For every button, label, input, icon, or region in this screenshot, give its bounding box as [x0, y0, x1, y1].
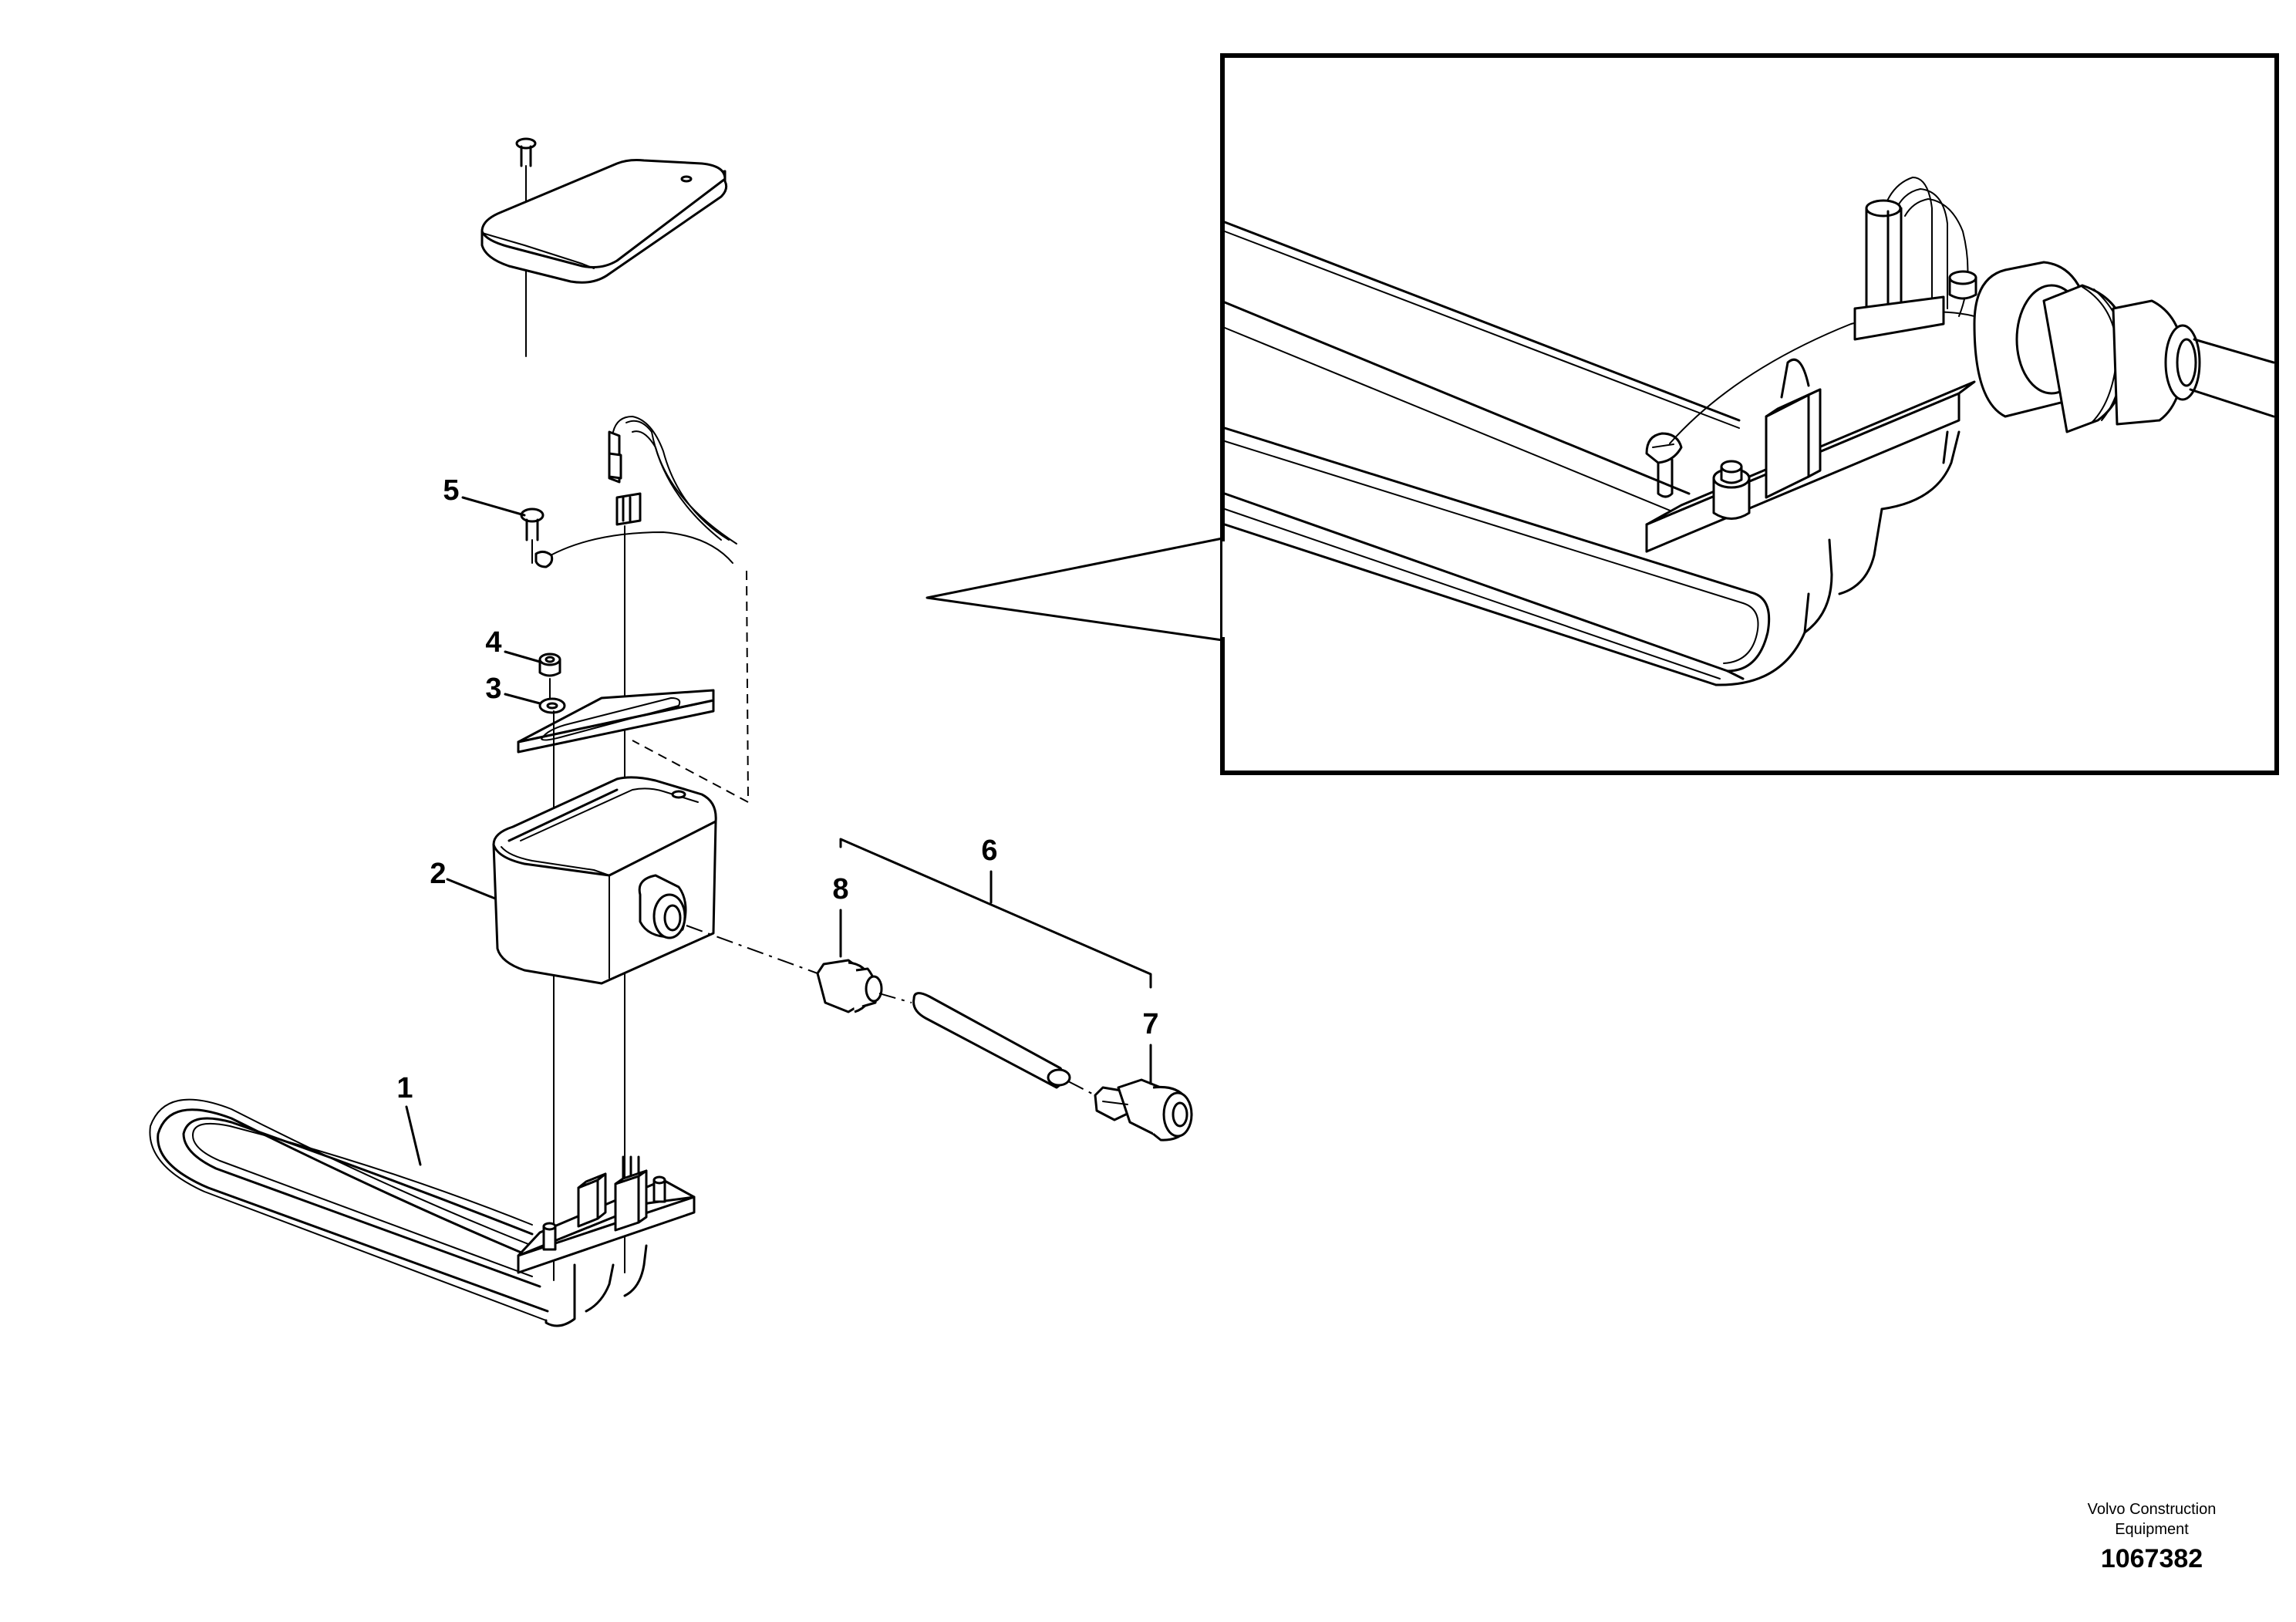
callout-7: 7 — [1142, 1008, 1158, 1040]
part-7-connector — [1094, 1078, 1193, 1141]
part-2-housing — [492, 776, 818, 985]
top-cover — [480, 159, 728, 284]
callout-8: 8 — [832, 873, 848, 905]
part-4-nut — [538, 653, 561, 677]
footer: Volvo Construction Equipment 1067382 — [2088, 1501, 2217, 1573]
inset-heater-rail — [1223, 221, 1961, 686]
callout-6: 6 — [981, 835, 997, 867]
part-8-fitting — [816, 959, 912, 1013]
callout-3: 3 — [485, 673, 501, 705]
inset-connector-post — [1853, 199, 1945, 341]
leader-lines — [405, 496, 1152, 1166]
inset-cable-gland — [1973, 261, 2275, 433]
inset-pointer — [925, 537, 1224, 642]
company-line-1: Volvo Construction — [2088, 1501, 2217, 1518]
inset-small-pin — [1948, 270, 1977, 300]
cable-segment — [912, 992, 1096, 1096]
callout-2: 2 — [430, 858, 446, 890]
callout-labels: 1 2 3 4 5 6 7 8 — [396, 474, 1158, 1104]
callout-4: 4 — [485, 626, 501, 659]
part-5-screw — [520, 508, 544, 564]
callout-5: 5 — [443, 474, 459, 507]
inset-nut — [1712, 460, 1751, 520]
document-number: 1067382 — [2101, 1544, 2203, 1573]
part-1-heater — [149, 1098, 696, 1327]
company-line-2: Equipment — [2115, 1521, 2189, 1538]
mounting-plate — [517, 689, 715, 1281]
callout-1: 1 — [396, 1072, 413, 1104]
part-3-washer — [538, 678, 566, 714]
main-exploded-view: 1 2 3 4 5 6 7 8 — [149, 137, 1193, 1327]
inset-terminal-block — [1765, 358, 1822, 499]
detail-inset — [925, 53, 2279, 775]
part-6-bracket — [839, 838, 1152, 989]
